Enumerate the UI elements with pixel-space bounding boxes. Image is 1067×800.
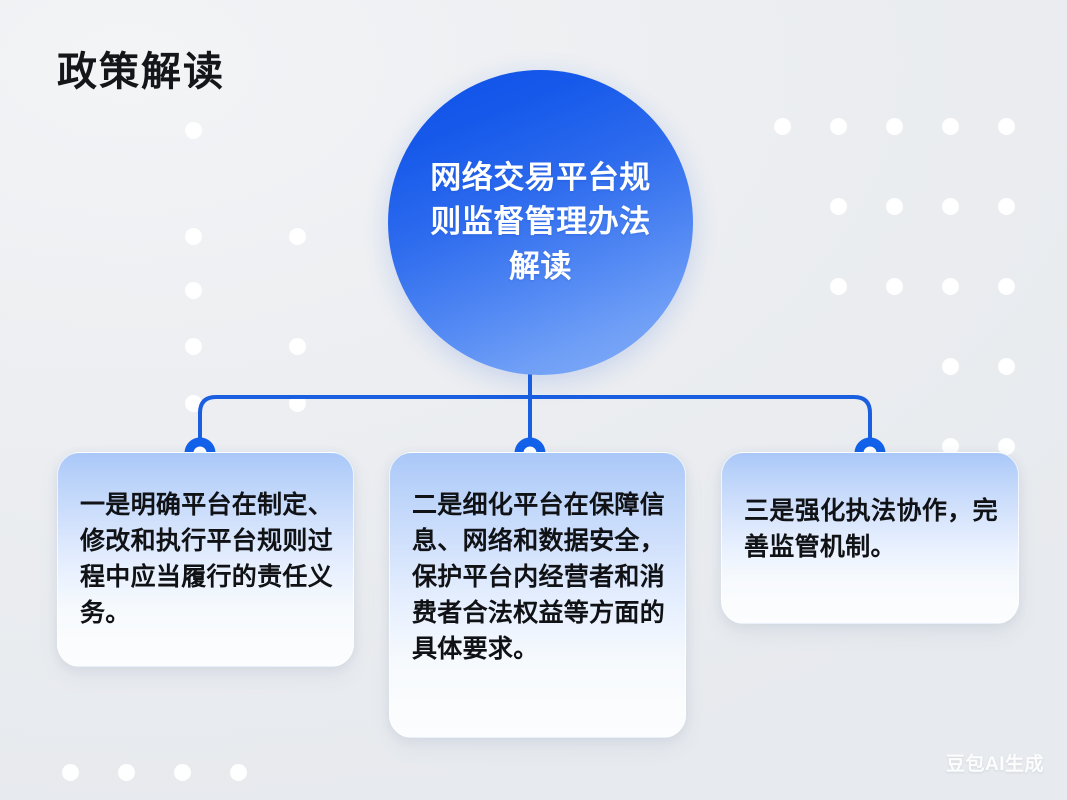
decorative-dot [174, 764, 191, 781]
decorative-dot [185, 395, 202, 412]
decorative-dot [942, 358, 959, 375]
decorative-dot [185, 228, 202, 245]
central-topic-circle[interactable]: 网络交易平台规则监督管理办法解读 [388, 70, 693, 375]
point-card-2[interactable]: 二是细化平台在保障信息、网络和数据安全，保护平台内经营者和消费者合法权益等方面的… [389, 452, 686, 738]
decorative-dot [998, 278, 1015, 295]
decorative-dot [886, 198, 903, 215]
decorative-dot [942, 278, 959, 295]
decorative-dot [998, 118, 1015, 135]
decorative-dot [830, 118, 847, 135]
point-card-1[interactable]: 一是明确平台在制定、修改和执行平台规则过程中应当履行的责任义务。 [57, 452, 354, 667]
decorative-dot [185, 122, 202, 139]
page-title: 政策解读 [57, 50, 225, 94]
decorative-dot [830, 198, 847, 215]
point-card-2-text: 二是细化平台在保障信息、网络和数据安全，保护平台内经营者和消费者合法权益等方面的… [412, 491, 666, 663]
decorative-dot [942, 118, 959, 135]
decorative-dot [289, 228, 306, 245]
watermark-label: 豆包AI生成 [945, 754, 1044, 775]
decorative-dot [289, 395, 306, 412]
decorative-dot [886, 118, 903, 135]
decorative-dot [998, 198, 1015, 215]
central-topic-label: 网络交易平台规则监督管理办法解读 [430, 160, 651, 284]
point-card-3[interactable]: 三是强化执法协作，完善监管机制。 [721, 452, 1019, 624]
decorative-dot [830, 278, 847, 295]
decorative-dot [118, 764, 135, 781]
point-card-1-text: 一是明确平台在制定、修改和执行平台规则过程中应当履行的责任义务。 [80, 491, 334, 627]
decorative-dot [998, 358, 1015, 375]
decorative-dot [230, 764, 247, 781]
connector-rail [198, 395, 872, 455]
point-card-3-text: 三是强化执法协作，完善监管机制。 [744, 497, 998, 561]
decorative-dot [289, 338, 306, 355]
decorative-dot [185, 338, 202, 355]
decorative-dot [62, 764, 79, 781]
decorative-dot [942, 198, 959, 215]
decorative-dot [185, 282, 202, 299]
decorative-dot [774, 118, 791, 135]
decorative-dot [886, 278, 903, 295]
